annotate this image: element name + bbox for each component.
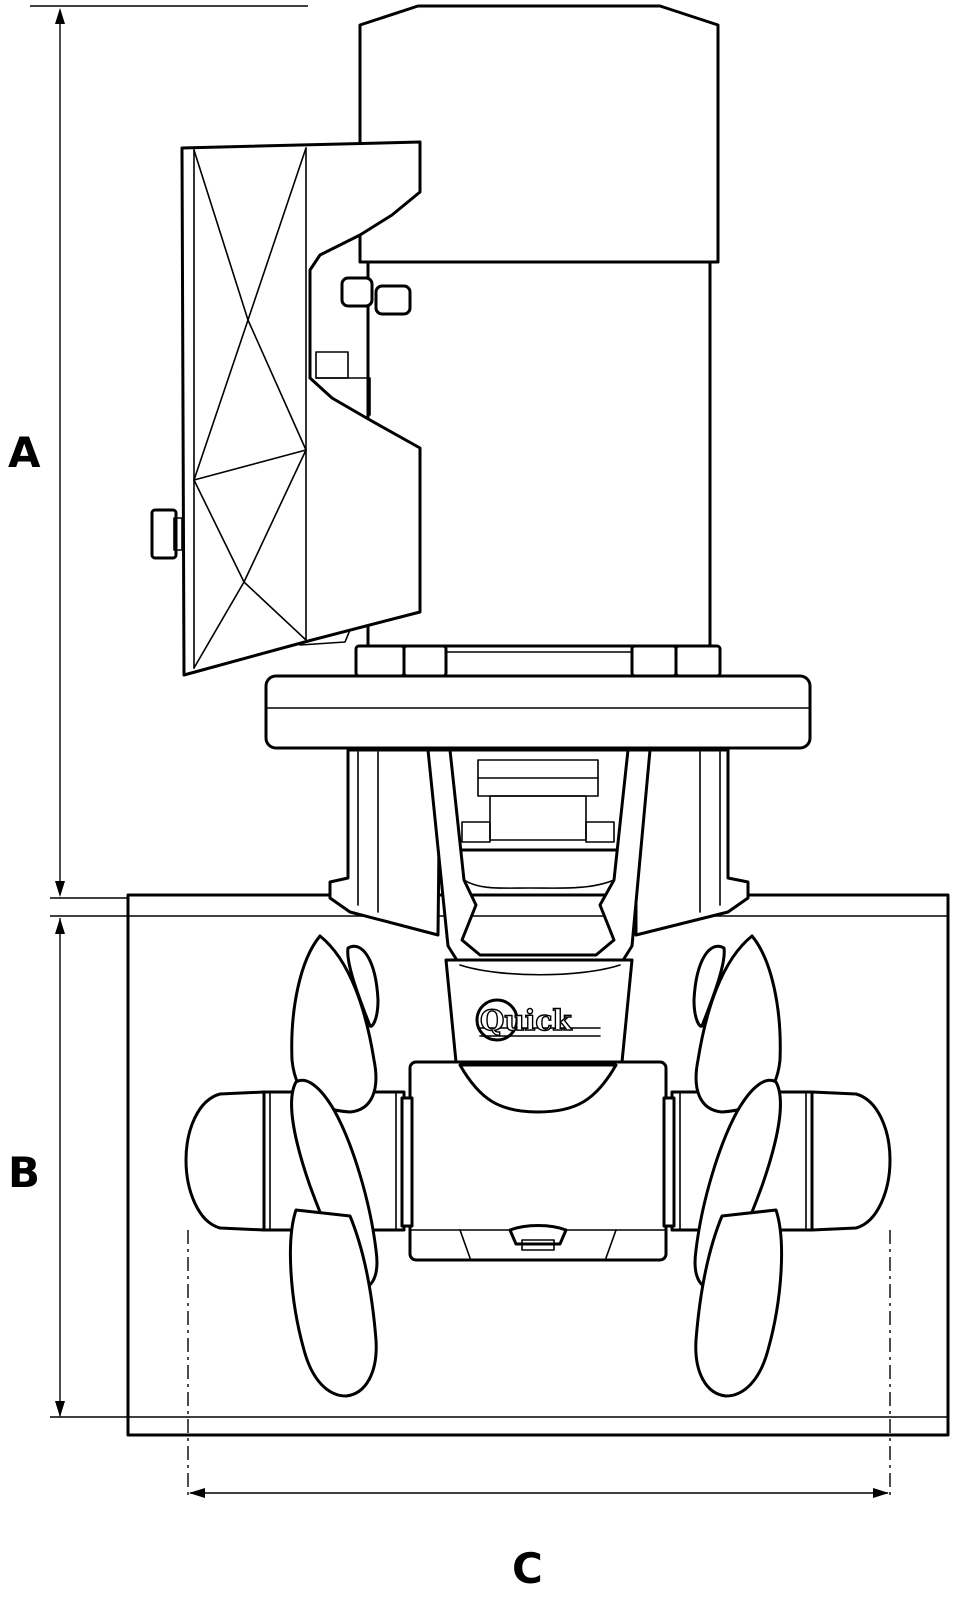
left-propeller: [184, 934, 406, 1398]
control-housing: [150, 140, 422, 677]
gear-housing: [408, 1060, 668, 1262]
tunnel-outline: [126, 893, 950, 1437]
drive-leg: [328, 748, 750, 1092]
dimension-label-c: C: [512, 1544, 543, 1593]
dimension-label-a: A: [8, 428, 41, 477]
dimension-label-b: B: [8, 1148, 41, 1197]
dimension-c: [187, 1230, 891, 1500]
dimension-a: [30, 5, 308, 899]
dimension-b: [50, 915, 128, 1418]
shaft-connectors: [400, 1096, 676, 1228]
motor-body: [366, 260, 712, 648]
quick-logo: Quick: [475, 998, 601, 1042]
motor-cap: [358, 4, 720, 264]
right-propeller: [670, 934, 892, 1398]
flange-bolts: [354, 644, 722, 678]
mounting-flange: [264, 674, 812, 750]
logo-text: Quick: [480, 1004, 572, 1037]
